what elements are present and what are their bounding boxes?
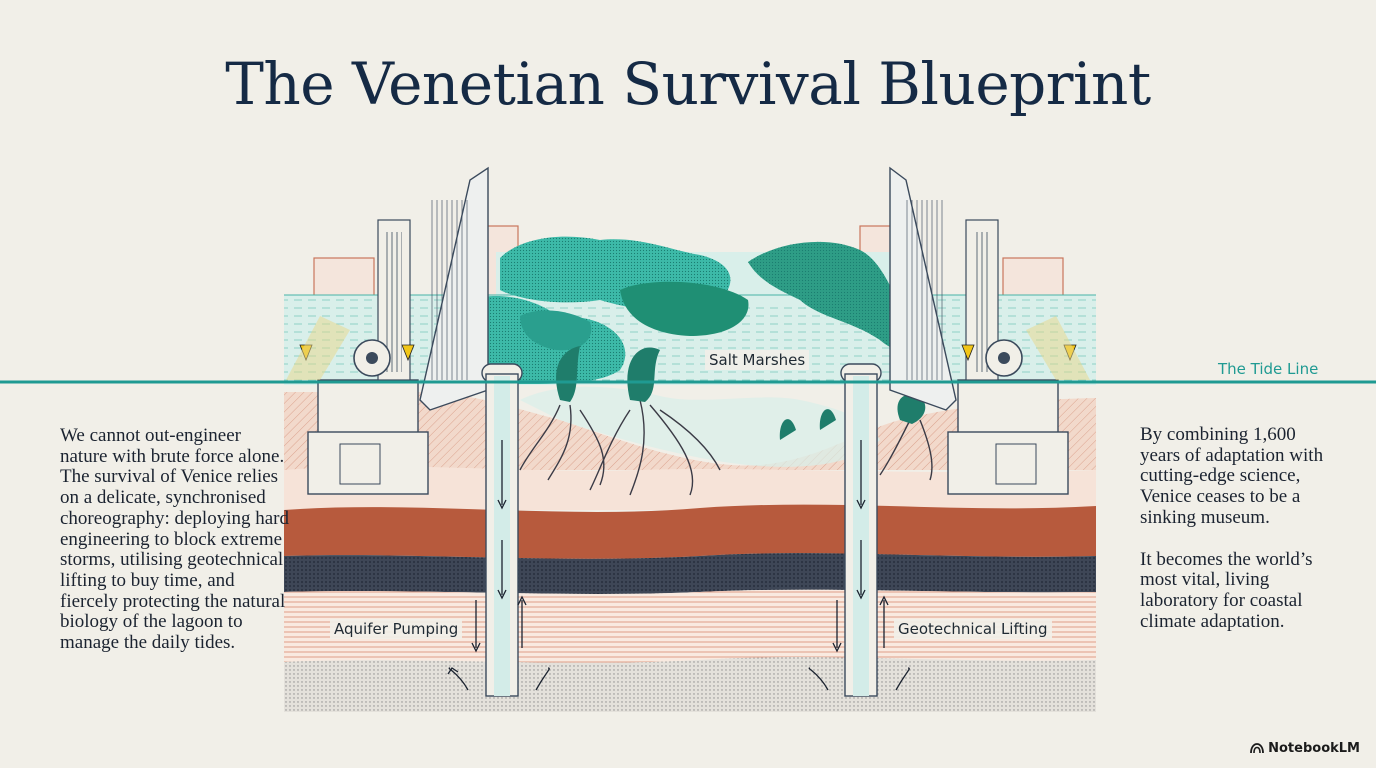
right-paragraph-1: By combining 1,600 years of adaptation w… <box>1140 424 1324 528</box>
marsh-plants <box>556 346 926 440</box>
page-title: The Venetian Survival Blueprint <box>225 50 1151 118</box>
brand-name: NotebookLM <box>1268 741 1360 756</box>
left-paragraph: We cannot out-engineer nature with brute… <box>60 425 289 654</box>
notebooklm-icon <box>1250 743 1265 754</box>
geotechnical-lifting-well <box>840 363 882 697</box>
salt-marshes-label: Salt Marshes <box>705 350 810 370</box>
brand-logo: NotebookLM <box>1250 741 1360 756</box>
right-body-text: By combining 1,600 years of adaptation w… <box>1140 424 1330 632</box>
aquifer-pumping-label: Aquifer Pumping <box>330 619 463 639</box>
left-body-text: We cannot out-engineer nature with brute… <box>60 425 292 654</box>
flow-arrows <box>447 440 910 691</box>
tide-line-label: The Tide Line <box>1218 360 1319 378</box>
aquifer-pumping-well <box>481 363 523 697</box>
marsh-mound <box>520 386 880 467</box>
left-flood-gate <box>286 166 489 495</box>
right-flood-gate <box>889 166 1090 495</box>
geotechnical-lifting-label: Geotechnical Lifting <box>894 619 1052 639</box>
right-paragraph-2: It becomes the world’s most vital, livin… <box>1140 548 1313 632</box>
marsh-roots <box>519 399 933 496</box>
